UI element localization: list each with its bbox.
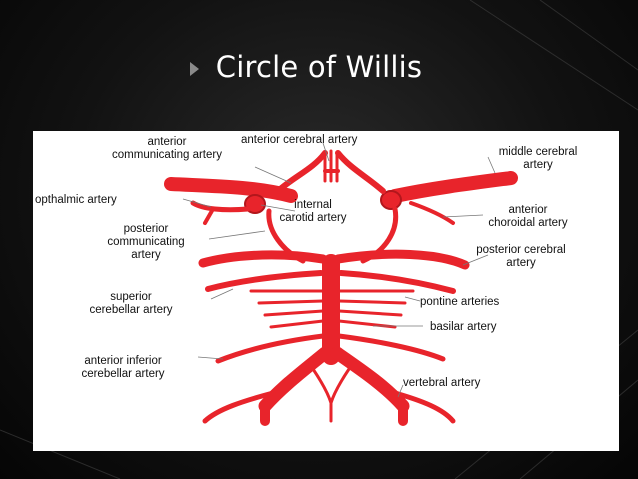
leader-lines: [182, 142, 496, 398]
left-middle-cerebral-artery: [164, 177, 298, 203]
right-internal-carotid: [380, 190, 402, 210]
label-internal-carotid-artery: internal carotid artery: [279, 199, 347, 224]
label-superior-cerebellar-artery: superior cerebellar artery: [89, 291, 173, 316]
right-posterior-cerebral-artery: [333, 249, 470, 270]
diagram-panel: anterior communicating artery anterior c…: [33, 131, 619, 451]
right-superior-cerebellar-artery: [338, 270, 456, 294]
left-anterior-inferior-cerebellar-artery: [215, 333, 326, 364]
slide-title: Circle of Willis: [215, 50, 423, 84]
label-posterior-communicating-artery: posterior communicating artery: [107, 223, 185, 261]
label-basilar-artery: basilar artery: [430, 321, 497, 333]
right-middle-cerebral-artery: [388, 171, 518, 203]
left-posterior-cerebral-artery: [198, 250, 328, 268]
right-vertebral-artery: [330, 346, 410, 413]
label-opthalmic-artery: opthalmic artery: [35, 194, 117, 206]
label-anterior-communicating-artery: anterior communicating artery: [112, 136, 222, 161]
left-superior-cerebellar-artery: [205, 270, 324, 292]
label-vertebral-artery: vertebral artery: [403, 377, 481, 389]
right-anterior-inferior-cerebellar-artery: [336, 333, 446, 362]
label-anterior-inferior-cerebellar-artery: anterior inferior cerebellar artery: [81, 355, 165, 380]
label-posterior-cerebral-artery: posterior cerebral artery: [476, 244, 566, 269]
anterior-cerebral-left: [275, 150, 328, 194]
title-arrow-icon: [190, 62, 199, 76]
label-pontine-arteries: pontine arteries: [420, 296, 500, 308]
label-anterior-cerebral-artery: anterior cerebral artery: [241, 134, 358, 146]
right-choroidal-branch: [409, 201, 455, 225]
circle-of-willis-illustration: [164, 142, 518, 426]
label-middle-cerebral-artery: middle cerebral artery: [498, 146, 578, 171]
left-opthalmic-branch: [203, 207, 215, 225]
anterior-cerebral-right: [335, 150, 386, 194]
left-vertebral-artery: [258, 346, 332, 413]
label-anterior-choroidal-artery: anterior choroidal artery: [488, 204, 568, 229]
